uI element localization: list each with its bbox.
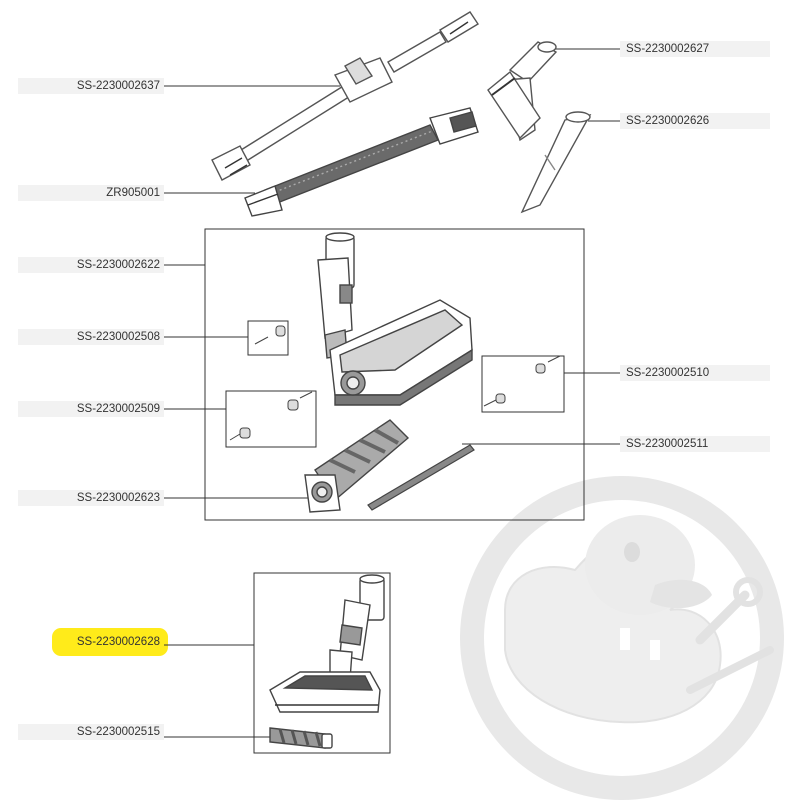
label-part-2509: SS-2230002509 bbox=[18, 401, 164, 417]
label-part-zr905001: ZR905001 bbox=[18, 185, 164, 201]
group-frame-2622 bbox=[204, 228, 585, 521]
subbox-2510 bbox=[481, 355, 565, 413]
label-part-2510: SS-2230002510 bbox=[620, 365, 770, 381]
label-part-2515: SS-2230002515 bbox=[18, 724, 164, 740]
label-part-2511: SS-2230002511 bbox=[620, 436, 770, 452]
part-brush-roll bbox=[304, 419, 410, 513]
part-mini-floor-head bbox=[269, 574, 385, 713]
subbox-2508 bbox=[247, 320, 289, 356]
part-highlight-marker bbox=[52, 628, 168, 656]
part-upholstery-tool bbox=[487, 41, 558, 142]
part-extension-tube bbox=[211, 11, 479, 181]
leader-lines bbox=[164, 48, 620, 738]
part-flexible-hose bbox=[244, 107, 479, 217]
part-hardware-screws bbox=[229, 325, 561, 441]
part-mini-brush-roll bbox=[269, 727, 333, 749]
part-crevice-tool bbox=[520, 111, 592, 214]
group-frame-2628 bbox=[253, 572, 391, 754]
subbox-2509 bbox=[225, 390, 317, 448]
part-floor-head bbox=[317, 232, 473, 406]
label-part-2626: SS-2230002626 bbox=[620, 113, 770, 129]
label-part-2637: SS-2230002637 bbox=[18, 78, 164, 94]
duck-mechanic-logo-icon bbox=[460, 476, 784, 800]
part-drive-belt bbox=[367, 444, 475, 511]
label-part-2627: SS-2230002627 bbox=[620, 41, 770, 57]
label-part-2628: SS-2230002628 bbox=[76, 636, 160, 648]
label-part-2622: SS-2230002622 bbox=[18, 257, 164, 273]
label-part-2508: SS-2230002508 bbox=[18, 329, 164, 345]
label-part-2623: SS-2230002623 bbox=[18, 490, 164, 506]
